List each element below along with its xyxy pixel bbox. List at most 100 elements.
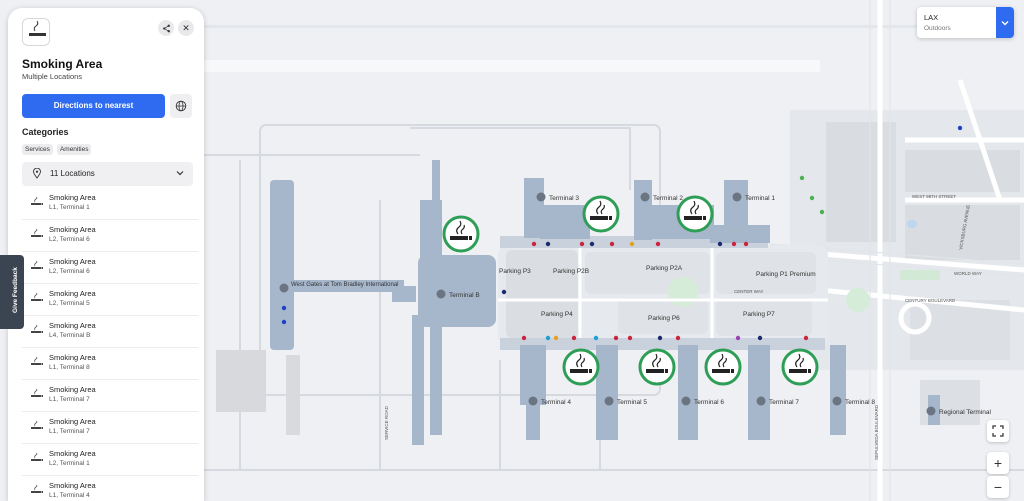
smoking-icon	[31, 197, 43, 205]
venue-dropdown-button[interactable]	[996, 7, 1014, 38]
smoking-icon	[31, 293, 43, 301]
item-name: Smoking Area	[49, 257, 96, 266]
smoking-area-marker[interactable]	[704, 348, 742, 386]
venue-sublabel: Outdoors	[924, 25, 951, 32]
item-detail: L1, Terminal 8	[49, 364, 90, 371]
map-label-terminal-2: Terminal 2	[653, 195, 683, 202]
fullscreen-icon	[992, 425, 1004, 437]
map-label-terminal-4: Terminal 4	[541, 399, 571, 406]
map-label-parking-p6: Parking P6	[648, 315, 680, 322]
map-label-parking-p4: Parking P4	[541, 311, 573, 318]
map-label-center-way: CENTER WAY	[734, 289, 764, 294]
zoom-in-button[interactable]: +	[987, 452, 1009, 474]
map-label-west-98th: WEST 98TH STREET	[912, 194, 956, 199]
map-label-sepulveda: SEPULVEDA BOULEVARD	[874, 404, 879, 460]
map-label-century-blvd: CENTURY BOULEVARD	[905, 298, 956, 303]
map-label-regional: Regional Terminal	[939, 409, 991, 416]
smoking-icon	[31, 421, 43, 429]
smoking-area-marker[interactable]	[676, 195, 714, 233]
smoking-icon	[31, 229, 43, 237]
map-label-parking-p2a: Parking P2A	[646, 265, 683, 272]
smoking-icon	[31, 485, 43, 493]
item-name: Smoking Area	[49, 321, 96, 330]
map-label-terminal-7: Terminal 7	[769, 399, 799, 406]
item-detail: L2, Terminal 5	[49, 300, 90, 307]
item-name: Smoking Area	[49, 193, 96, 202]
smoking-area-marker[interactable]	[781, 348, 819, 386]
smoking-area-marker[interactable]	[638, 348, 676, 386]
website-button[interactable]	[170, 94, 192, 118]
locations-count: 11 Locations	[50, 169, 95, 178]
item-name: Smoking Area	[49, 417, 96, 426]
smoking-icon	[31, 357, 43, 365]
map-label-terminal-8: Terminal 8	[845, 399, 875, 406]
location-panel: ✕ Smoking Area Multiple Locations Direct…	[8, 8, 204, 501]
item-name: Smoking Area	[49, 353, 96, 362]
item-detail: L1, Terminal 7	[49, 428, 90, 435]
map-label-terminal-6: Terminal 6	[694, 399, 724, 406]
directions-button[interactable]: Directions to nearest	[22, 94, 165, 118]
share-icon	[162, 24, 170, 32]
smoking-icon	[31, 261, 43, 269]
chevron-down-icon	[176, 171, 184, 176]
categories-heading: Categories	[22, 127, 69, 137]
item-name: Smoking Area	[49, 225, 96, 234]
panel-title: Smoking Area	[22, 57, 103, 71]
map-label-parking-p2b: Parking P2B	[553, 268, 589, 275]
item-detail: L1, Terminal 4	[49, 492, 90, 499]
smoking-icon	[31, 389, 43, 397]
map-label-terminal-1: Terminal 1	[745, 195, 775, 202]
feedback-tab[interactable]: Give Feedback	[0, 255, 24, 329]
item-name: Smoking Area	[49, 449, 96, 458]
zoom-out-button[interactable]: −	[987, 476, 1009, 498]
chevron-down-icon	[1001, 20, 1009, 25]
map-label-world-way: WORLD WAY	[954, 271, 982, 276]
item-detail: L4, Terminal B	[49, 332, 91, 339]
map-label-terminal-b: Terminal B	[449, 292, 480, 299]
smoking-icon	[22, 18, 50, 46]
smoking-area-marker[interactable]	[442, 215, 480, 253]
item-detail: L2, Terminal 6	[49, 236, 90, 243]
map-label-parking-p3: Parking P3	[499, 268, 531, 275]
smoking-area-marker[interactable]	[562, 348, 600, 386]
globe-icon	[175, 100, 187, 112]
item-detail: L1, Terminal 7	[49, 396, 90, 403]
item-detail: L1, Terminal 1	[49, 204, 90, 211]
item-name: Smoking Area	[49, 481, 96, 490]
map-label-terminal-3: Terminal 3	[549, 195, 579, 202]
venue-selector[interactable]: LAX Outdoors	[917, 7, 1014, 38]
fullscreen-button[interactable]	[987, 420, 1009, 442]
chip-amenities[interactable]: Amenities	[56, 144, 92, 155]
feedback-label: Give Feedback	[12, 267, 19, 313]
venue-name: LAX	[924, 13, 939, 22]
smoking-icon	[31, 325, 43, 333]
smoking-area-marker[interactable]	[582, 195, 620, 233]
item-detail: L2, Terminal 1	[49, 460, 90, 467]
item-name: Smoking Area	[49, 385, 96, 394]
close-button[interactable]: ✕	[178, 20, 194, 36]
map-label-west-gates: West Gates at Tom Bradley International	[291, 282, 399, 288]
category-chips: Services Amenities	[22, 144, 92, 155]
item-detail: L2, Terminal 6	[49, 268, 90, 275]
location-pin-icon	[33, 168, 41, 179]
map-label-terminal-5: Terminal 5	[617, 399, 647, 406]
smoking-icon	[31, 453, 43, 461]
panel-subtitle: Multiple Locations	[22, 72, 83, 81]
share-button[interactable]	[158, 20, 174, 36]
locations-dropdown[interactable]: 11 Locations	[22, 162, 193, 186]
item-name: Smoking Area	[49, 289, 96, 298]
map-label-service-road: SERVICE ROAD	[384, 405, 389, 440]
chip-services[interactable]: Services	[22, 144, 53, 155]
map-label-parking-p7: Parking P7	[743, 311, 775, 318]
